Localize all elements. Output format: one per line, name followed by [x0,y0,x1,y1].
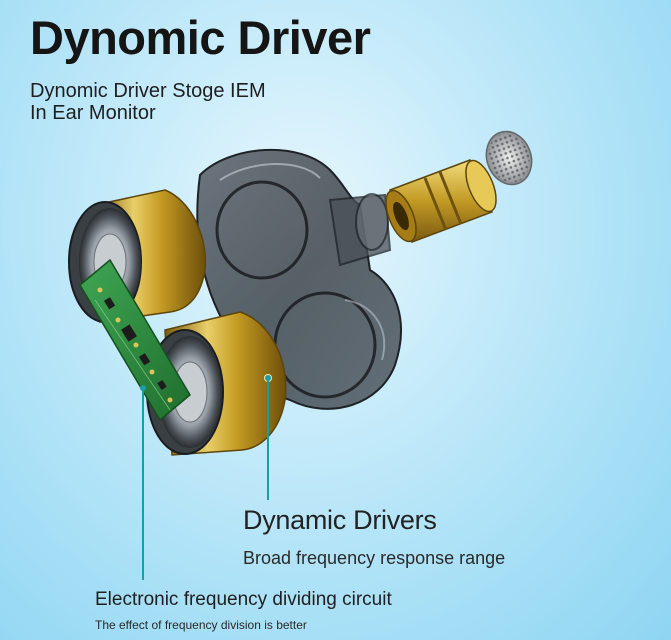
crossover-pcb [79,258,191,422]
callout-line-drivers [265,375,271,500]
subtitle-line-1: Dynomic Driver Stoge IEM [30,80,266,102]
callout-line-circuit [140,385,146,580]
subtitle-line-2: In Ear Monitor [30,102,156,124]
drivers-callout-heading: Dynamic Drivers [243,505,437,535]
drivers-callout-description: Broad frequency response range [243,548,506,568]
brass-nozzle [385,159,497,243]
circuit-callout-description: The effect of frequency division is bett… [95,618,307,632]
page-title: Dynomic Driver [30,11,371,64]
page-subtitle: Dynomic Driver Stoge IEM In Ear Monitor [30,80,266,124]
circuit-callout-heading: Electronic frequency dividing circuit [95,589,392,610]
mesh-filter [485,130,533,186]
